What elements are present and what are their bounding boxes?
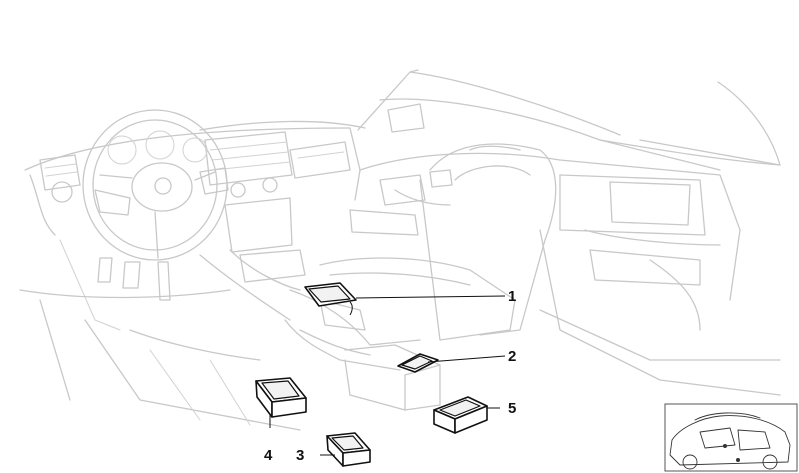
- part-3-storage-box-small: [320, 432, 371, 467]
- part-2-rear-insert: [397, 353, 439, 373]
- car-outline-icon: [664, 403, 798, 472]
- callout-2: 2: [508, 348, 516, 365]
- callout-1: 1: [508, 288, 516, 305]
- part-1-console-tray: [304, 282, 357, 316]
- interior-background: [19, 69, 781, 431]
- callout-3: 3: [296, 447, 304, 464]
- leader-2: [427, 355, 506, 363]
- part-5-storage-box-right: [433, 396, 500, 434]
- callout-4: 4: [264, 447, 273, 464]
- callout-5: 5: [508, 400, 516, 417]
- leader-1: [355, 295, 506, 299]
- part-4-storage-box: [255, 377, 307, 428]
